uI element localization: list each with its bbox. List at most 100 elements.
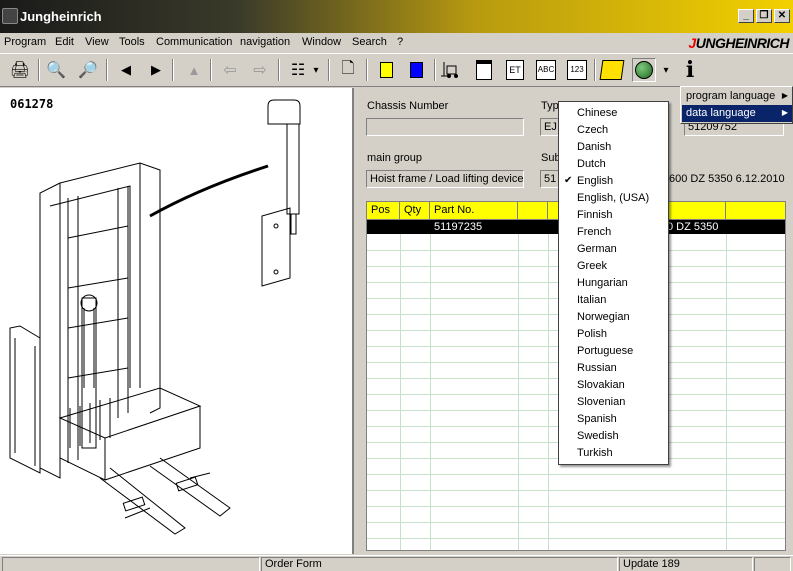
- page-icon[interactable]: [472, 58, 496, 82]
- language-option[interactable]: French: [577, 226, 612, 238]
- language-option[interactable]: Finnish: [577, 209, 613, 221]
- menu-item-label: program language: [686, 90, 776, 102]
- document-icon[interactable]: 🗋: [341, 59, 355, 77]
- language-option[interactable]: Dutch: [577, 158, 606, 170]
- toolbar-separator: [210, 59, 212, 81]
- zoom-out-icon[interactable]: 🔎: [78, 62, 98, 79]
- language-option-label: English: [577, 175, 614, 187]
- row-part-no: 51197235: [434, 221, 483, 233]
- zoom-in-icon[interactable]: 🔍: [46, 62, 66, 79]
- menu-tools[interactable]: Tools: [119, 36, 145, 48]
- language-option[interactable]: Chinese: [577, 107, 618, 119]
- grid-line: [367, 538, 785, 539]
- catalog-icon[interactable]: [599, 58, 625, 82]
- language-option[interactable]: Turkish: [577, 447, 613, 459]
- tree-dropdown-icon[interactable]: ▾: [313, 64, 319, 76]
- language-option[interactable]: Swedish: [577, 430, 619, 442]
- menu-communication[interactable]: Communication: [156, 36, 233, 48]
- toolbar-separator: [172, 59, 174, 81]
- column-header-4[interactable]: [518, 202, 548, 220]
- language-option[interactable]: Greek: [577, 260, 607, 272]
- grid-line: [367, 506, 785, 507]
- menu-bar: Program Edit View Tools Communication na…: [0, 33, 793, 53]
- status-extra: [754, 557, 791, 571]
- yellow-square-icon[interactable]: [374, 58, 398, 82]
- status-bar: Order Form Update 189: [0, 555, 793, 571]
- toolbar: 🖨 🔍 🔎 ◀ ▶ ▲ ⇦ ⇨ ☷ ▾ 🗋 ET ABC 123 ▾ i: [0, 53, 793, 87]
- document-reference: 600 DZ 5350 6.12.2010: [669, 173, 785, 185]
- language-option-selected[interactable]: ✔ English: [560, 173, 667, 190]
- menu-help[interactable]: ?: [397, 36, 404, 48]
- row-description: 0 DZ 5350: [667, 221, 719, 233]
- menu-view[interactable]: View: [85, 36, 109, 48]
- status-order-form: Order Form: [261, 557, 618, 571]
- numeric-label: 123: [567, 60, 587, 80]
- globe-icon[interactable]: [632, 58, 656, 82]
- arrow-right-icon[interactable]: ⇨: [253, 62, 267, 79]
- language-option[interactable]: Italian: [577, 294, 607, 306]
- forklift-icon[interactable]: [440, 58, 464, 82]
- language-option[interactable]: Hungarian: [577, 277, 628, 289]
- brand-logo-text: UNGHEINRICH: [695, 35, 790, 51]
- chassis-number-label: Chassis Number: [367, 100, 449, 112]
- toolbar-separator: [366, 59, 368, 81]
- language-option[interactable]: Russian: [577, 362, 617, 374]
- catalog-shape: [599, 60, 625, 80]
- grid-column-line: [518, 234, 519, 550]
- sub-group-field[interactable]: 51: [540, 170, 560, 188]
- grid-line: [367, 490, 785, 491]
- print-icon[interactable]: 🖨: [9, 62, 31, 79]
- grid-column-line: [548, 234, 549, 550]
- language-option[interactable]: German: [577, 243, 617, 255]
- toolbar-separator: [278, 59, 280, 81]
- numeric-icon[interactable]: 123: [565, 58, 589, 82]
- column-header-part-no[interactable]: Part No.: [430, 202, 518, 220]
- language-option[interactable]: Portuguese: [577, 345, 634, 357]
- menu-program[interactable]: Program: [4, 36, 47, 48]
- arrow-left-icon[interactable]: ⇦: [223, 62, 237, 79]
- blue-square-icon[interactable]: [404, 58, 428, 82]
- forklift-drawing[interactable]: [0, 88, 352, 548]
- menu-item-data-language[interactable]: data language ▶: [682, 105, 792, 122]
- main-group-field[interactable]: Hoist frame / Load lifting device: [366, 170, 524, 188]
- language-option[interactable]: English, (USA): [577, 192, 650, 204]
- column-header-pos[interactable]: Pos: [367, 202, 400, 220]
- back-icon[interactable]: ◀: [121, 62, 131, 77]
- info-icon[interactable]: i: [685, 57, 695, 83]
- et-icon[interactable]: ET: [503, 58, 527, 82]
- menu-item-program-language[interactable]: program language ▶: [682, 88, 792, 105]
- close-button[interactable]: ✕: [774, 9, 790, 23]
- sub-group-label: Sub: [541, 152, 561, 164]
- menu-search[interactable]: Search: [352, 36, 387, 48]
- language-option[interactable]: Norwegian: [577, 311, 630, 323]
- globe-dropdown-icon[interactable]: ▾: [663, 64, 669, 76]
- up-icon[interactable]: ▲: [187, 62, 201, 78]
- tree-view-icon[interactable]: ☷: [290, 62, 306, 79]
- forward-icon[interactable]: ▶: [151, 62, 161, 77]
- restore-button[interactable]: ❐: [756, 9, 772, 23]
- language-option[interactable]: Czech: [577, 124, 609, 136]
- column-header-6[interactable]: [726, 202, 785, 220]
- page-shape: [476, 60, 492, 80]
- blue-square-shape: [409, 62, 423, 78]
- grid-column-line: [400, 234, 401, 550]
- app-icon[interactable]: [2, 8, 18, 24]
- grid-column-line: [430, 234, 431, 550]
- menu-edit[interactable]: Edit: [55, 36, 74, 48]
- main-group-label: main group: [367, 152, 423, 164]
- abc-icon[interactable]: ABC: [534, 58, 558, 82]
- minimize-button[interactable]: _: [738, 9, 754, 23]
- language-option[interactable]: Slovenian: [577, 396, 626, 408]
- menu-navigation[interactable]: navigation: [240, 36, 291, 48]
- menu-item-label: data language: [686, 107, 756, 119]
- type-field[interactable]: EJ: [540, 118, 560, 136]
- menu-window[interactable]: Window: [302, 36, 342, 48]
- language-option[interactable]: Slovakian: [577, 379, 625, 391]
- column-header-qty[interactable]: Qty: [400, 202, 430, 220]
- language-option[interactable]: Spanish: [577, 413, 617, 425]
- language-option[interactable]: Polish: [577, 328, 607, 340]
- chassis-number-field[interactable]: [366, 118, 524, 136]
- language-option[interactable]: Danish: [577, 141, 612, 153]
- grid-column-line: [726, 234, 727, 550]
- drawing-part-number: 061278: [10, 97, 54, 111]
